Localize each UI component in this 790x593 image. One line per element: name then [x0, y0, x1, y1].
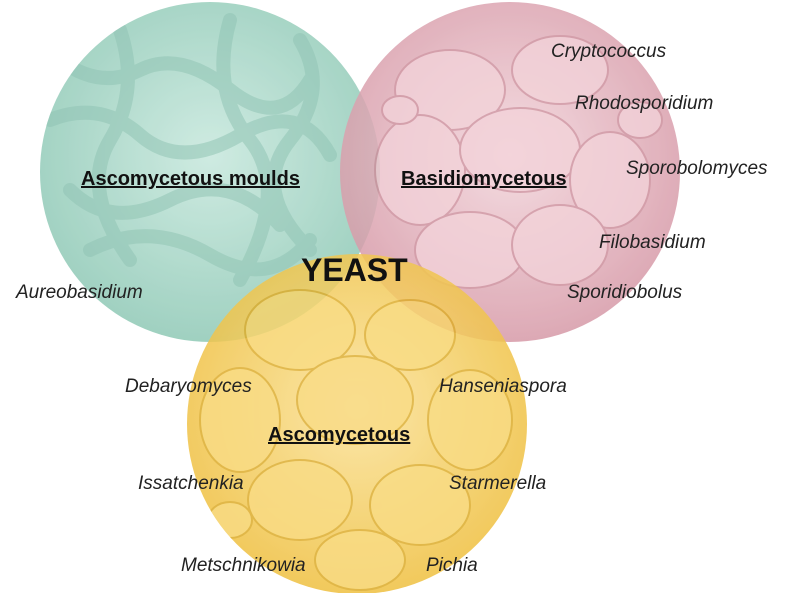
ascomycetous-label: Ascomycetous	[268, 424, 410, 447]
genus-aureobasidium: Aureobasidium	[16, 282, 143, 304]
genus-sporidiobolus: Sporidiobolus	[567, 282, 682, 304]
ascomycetous-moulds-label: Ascomycetous moulds	[81, 168, 300, 191]
genus-metschnikowia: Metschnikowia	[181, 555, 306, 577]
basidiomycetous-label: Basidiomycetous	[401, 168, 567, 191]
genus-issatchenkia: Issatchenkia	[138, 473, 244, 495]
genus-hanseniaspora: Hanseniaspora	[439, 376, 567, 398]
genus-filobasidium: Filobasidium	[599, 232, 706, 254]
yeast-title: YEAST	[301, 252, 408, 289]
genus-pichia: Pichia	[426, 555, 478, 577]
genus-rhodosporidium: Rhodosporidium	[575, 93, 713, 115]
genus-cryptococcus: Cryptococcus	[551, 41, 666, 63]
genus-sporobolomyces: Sporobolomyces	[626, 158, 768, 180]
genus-debaryomyces: Debaryomyces	[125, 376, 252, 398]
genus-starmerella: Starmerella	[449, 473, 546, 495]
